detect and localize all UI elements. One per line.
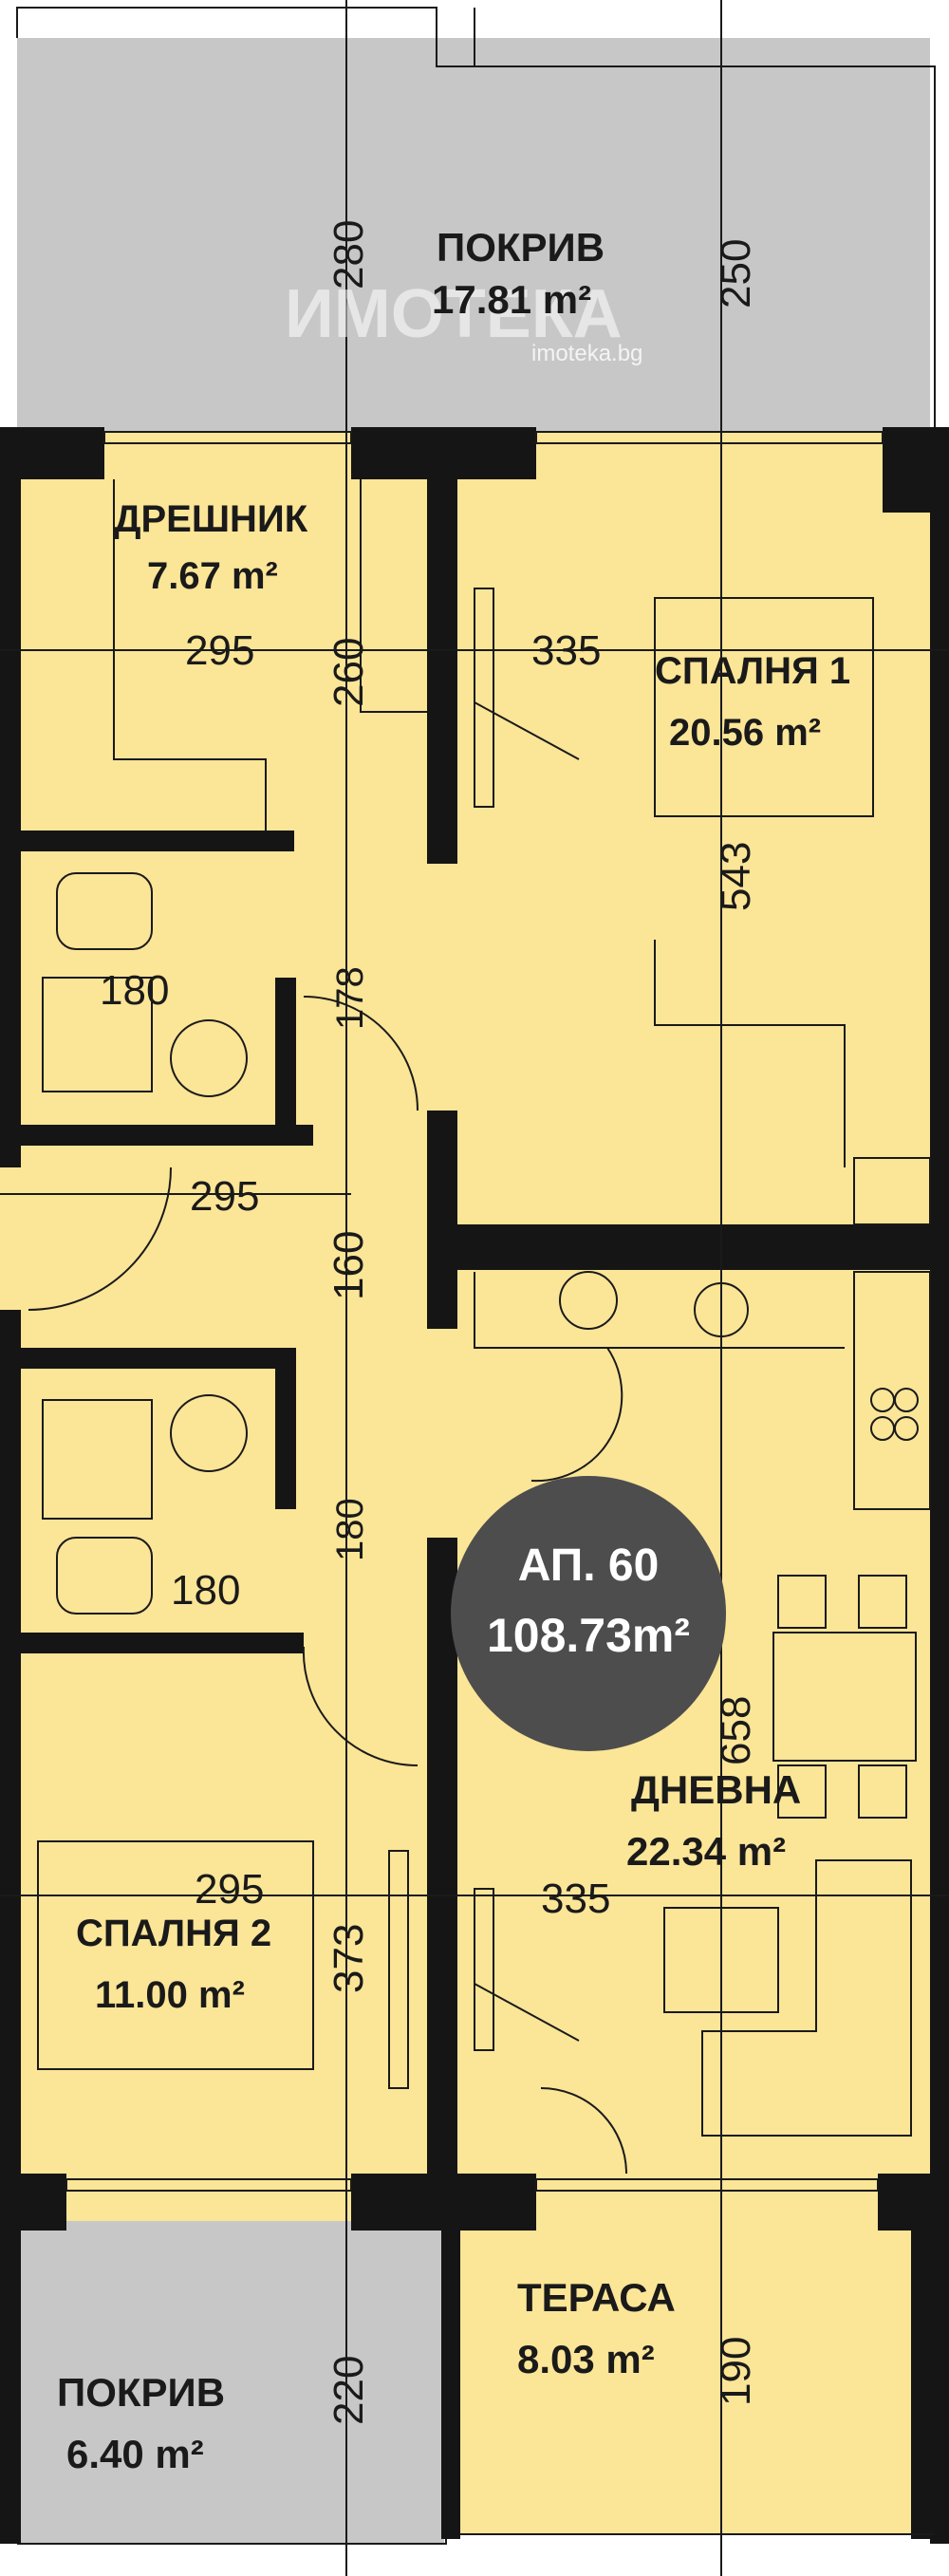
hob-ring-4	[894, 1416, 919, 1441]
dim-373: 373	[326, 1924, 372, 1993]
dim-335-top: 335	[531, 627, 601, 674]
kitchen-unit-top	[853, 1157, 931, 1225]
wall-bath1-top	[19, 831, 294, 851]
roof-top-area: 17.81 m²	[432, 277, 591, 322]
wall-bottom-left-corner	[0, 2174, 66, 2231]
roof-top-outline	[16, 7, 936, 437]
wall-bath2-right	[275, 1348, 296, 1509]
terrace-floor	[446, 2221, 935, 2534]
dining-table	[772, 1632, 917, 1762]
bedroom1-area: 20.56 m²	[669, 712, 821, 754]
bedroom2-bed	[37, 1840, 314, 2070]
dim-180-vertical: 180	[329, 1498, 371, 1561]
dim-180-bath1: 180	[100, 967, 169, 1014]
wall-bath1-bottom	[19, 1125, 313, 1146]
toilet-2	[56, 1537, 153, 1615]
sofa	[701, 1859, 912, 2137]
dim-260: 260	[326, 638, 372, 707]
wardrobe-partition	[113, 479, 267, 831]
wall-corridor-right-upper	[427, 1111, 457, 1329]
apartment-floor	[19, 432, 935, 2221]
terrace-area: 8.03 m²	[517, 2337, 655, 2381]
terrace-door-arc	[540, 2087, 627, 2175]
bedroom1-bed	[654, 597, 874, 817]
window-top-right	[535, 431, 884, 444]
dim-250: 250	[713, 239, 759, 308]
bedroom1-door-leaf	[474, 588, 494, 808]
kitchen-counter	[853, 1271, 931, 1510]
wall-left	[0, 427, 21, 2544]
window-top-left	[103, 431, 352, 444]
shower-1	[42, 977, 153, 1092]
bedroom2-wardrobe	[388, 1850, 409, 2089]
dim-280: 280	[326, 220, 372, 289]
wall-living-left	[427, 1538, 457, 2183]
living-door-swing	[474, 1983, 580, 2042]
dim-190: 190	[713, 2337, 759, 2406]
bedroom1-name: СПАЛНЯ 1	[655, 650, 850, 692]
dim-178: 178	[329, 966, 371, 1030]
dim-160: 160	[326, 1231, 372, 1300]
bath1-door-arc	[303, 996, 419, 1111]
terrace-name: ТЕРАСА	[517, 2275, 676, 2320]
living-door-leaf	[474, 1888, 494, 2051]
toilet-1	[56, 872, 153, 950]
dim-295-bottom: 295	[195, 1866, 264, 1913]
roof-top-name: ПОКРИВ	[437, 225, 605, 270]
dim-335-bottom: 335	[541, 1876, 610, 1922]
wall-kitchen-top	[427, 1224, 930, 1270]
wall-bath2-top	[0, 1348, 294, 1369]
entrance-door-arc	[28, 1167, 172, 1311]
roof-bottom-area: 6.40 m²	[66, 2432, 204, 2476]
dim-180-bath2: 180	[171, 1567, 240, 1614]
chair-3	[777, 1764, 827, 1819]
hob-ring-2	[894, 1388, 919, 1412]
bedroom2-area: 11.00 m²	[95, 1974, 245, 2016]
chair-2	[858, 1575, 907, 1629]
dim-295-top: 295	[185, 627, 254, 674]
kitchen-door-arc	[530, 1347, 623, 1483]
wall-terrace-left	[441, 2226, 460, 2539]
apartment-name: АП. 60	[518, 1540, 660, 1591]
wall-top-mid	[351, 427, 536, 479]
wall-bath2-bottom	[19, 1633, 304, 1653]
chair-4	[858, 1764, 907, 1819]
apartment-badge	[451, 1476, 726, 1751]
bedroom1-door-swing	[474, 701, 580, 760]
wall-top-left-corner	[0, 427, 104, 479]
watermark-brand: ИМОТЕКА	[285, 276, 623, 352]
roof-top-area	[17, 38, 930, 437]
wardrobe-right-line	[360, 479, 427, 713]
window-bottom-left	[65, 2178, 352, 2192]
wall-bath1-right	[275, 978, 296, 1144]
basin-1	[170, 1019, 248, 1097]
wall-right	[930, 427, 949, 2544]
living-area: 22.34 m²	[626, 1829, 786, 1874]
roof-bottom-area	[17, 2221, 444, 2544]
dim-543: 543	[713, 842, 759, 911]
roof-bottom-name: ПОКРИВ	[57, 2370, 225, 2415]
dim-658: 658	[713, 1696, 759, 1765]
entrance-opening	[0, 1167, 21, 1310]
dim-220: 220	[326, 2356, 372, 2425]
wardrobe-area: 7.67 m²	[147, 555, 278, 597]
window-bottom-right	[535, 2178, 879, 2192]
bath2-door-arc	[302, 1646, 419, 1767]
basin-2	[170, 1394, 248, 1472]
wall-bottom-right-corner	[878, 2174, 949, 2231]
chair-1	[777, 1575, 827, 1629]
wall-terrace-right	[911, 2226, 949, 2539]
apartment-area: 108.73m²	[487, 1609, 690, 1662]
dim-295-mid: 295	[190, 1173, 259, 1220]
shower-2	[42, 1399, 153, 1520]
living-name: ДНЕВНА	[631, 1767, 801, 1812]
washer-circle	[559, 1271, 618, 1330]
wall-bedroom1-left	[427, 475, 457, 864]
watermark-site: imoteka.bg	[531, 341, 642, 366]
wardrobe-name: ДРЕШНИК	[114, 498, 308, 540]
bedroom1-wardrobe	[654, 940, 846, 1167]
bedroom2-name: СПАЛНЯ 2	[76, 1913, 271, 1954]
